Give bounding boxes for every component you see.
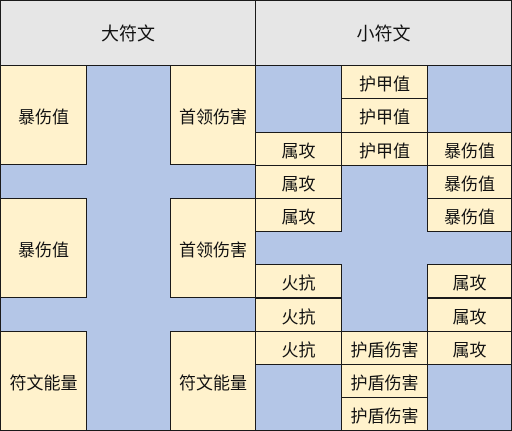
small-rune-cell[interactable]: 护甲值 — [341, 132, 428, 166]
small-rune-cell[interactable]: 属攻 — [427, 331, 512, 365]
small-rune-cell[interactable]: 属攻 — [255, 165, 342, 199]
small-rune-cell[interactable]: 护甲值 — [341, 98, 428, 133]
small-rune-cell[interactable]: 暴伤值 — [427, 165, 512, 199]
small-rune-cell[interactable]: 属攻 — [255, 132, 342, 166]
small-rune-cell[interactable]: 火抗 — [255, 298, 342, 332]
big-rune-header: 大符文 — [0, 0, 256, 66]
small-rune-cell[interactable]: 护盾伤害 — [341, 397, 428, 431]
small-rune-cell[interactable]: 火抗 — [255, 264, 342, 298]
small-rune-cell[interactable]: 护盾伤害 — [341, 331, 428, 365]
big-rune-cell[interactable]: 暴伤值 — [0, 198, 87, 298]
small-rune-cell[interactable]: 护甲值 — [341, 65, 428, 99]
big-rune-cell[interactable]: 首领伤害 — [170, 65, 256, 165]
big-rune-cell[interactable]: 符文能量 — [0, 331, 87, 431]
small-rune-cell[interactable]: 护盾伤害 — [341, 364, 428, 398]
big-rune-cell[interactable]: 符文能量 — [170, 331, 256, 431]
small-rune-cell[interactable]: 暴伤值 — [427, 132, 512, 166]
small-rune-cell[interactable]: 属攻 — [427, 264, 512, 298]
small-rune-header: 小符文 — [255, 0, 512, 66]
big-rune-cell[interactable]: 暴伤值 — [0, 65, 87, 165]
small-rune-cell[interactable]: 火抗 — [255, 331, 342, 365]
small-rune-cell[interactable]: 暴伤值 — [427, 198, 512, 232]
big-rune-cell[interactable]: 首领伤害 — [170, 198, 256, 298]
section-divider — [255, 0, 256, 431]
small-rune-cell[interactable]: 属攻 — [255, 198, 342, 232]
small-rune-cell[interactable]: 属攻 — [427, 298, 512, 332]
